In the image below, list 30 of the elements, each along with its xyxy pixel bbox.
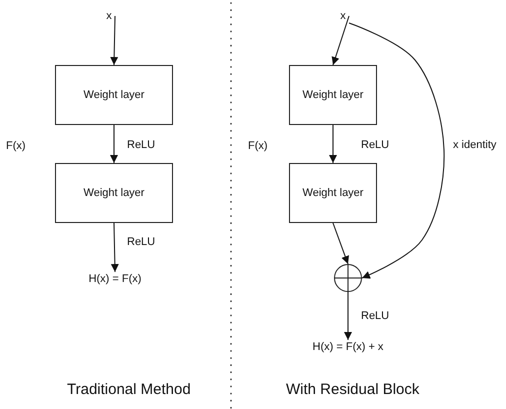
- node-label: H(x) = F(x): [88, 272, 142, 286]
- box-label: Weight layer: [84, 186, 144, 200]
- panel-title: With Residual Block: [286, 381, 420, 399]
- box-label: Weight layer: [302, 88, 364, 102]
- edge-label: ReLU: [127, 138, 156, 152]
- arrow: [332, 16, 350, 66]
- node-label: x: [106, 9, 112, 23]
- panel-title: Traditional Method: [67, 381, 191, 399]
- arrow: [110, 16, 118, 66]
- process-box: [289, 163, 377, 223]
- node-label: x: [340, 9, 346, 23]
- edge-label: ReLU: [361, 309, 390, 323]
- function-label: F(x): [6, 139, 26, 153]
- arrow: [348, 22, 445, 279]
- arrow: [110, 222, 119, 272]
- edge-label: ReLU: [127, 235, 156, 249]
- process-box: [55, 163, 173, 223]
- box-label: Weight layer: [84, 88, 144, 102]
- process-box: [289, 65, 377, 125]
- process-box: [55, 65, 173, 125]
- arrow: [332, 222, 349, 264]
- arrow: [329, 124, 337, 164]
- edge-label: x identity: [453, 138, 496, 152]
- arrow: [110, 124, 118, 164]
- box-label: Weight layer: [302, 186, 364, 200]
- node-label: H(x) = F(x) + x: [312, 340, 384, 354]
- function-label: F(x): [248, 139, 268, 153]
- edge-label: ReLU: [361, 138, 390, 152]
- sum-circle: [334, 264, 362, 292]
- arrow: [344, 292, 352, 340]
